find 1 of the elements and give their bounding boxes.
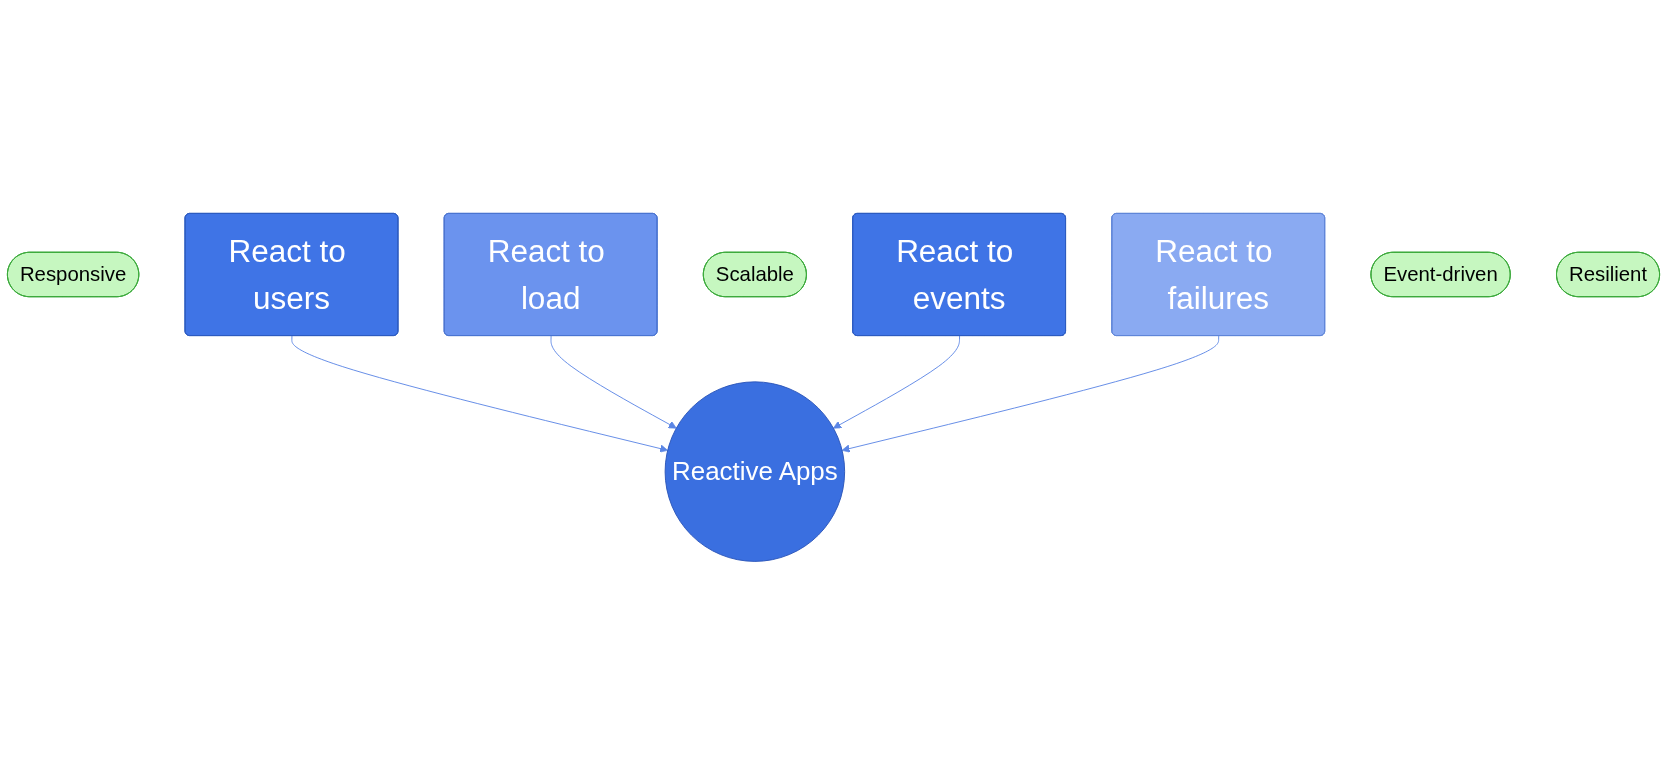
node-circle: Reactive Apps [664,380,846,562]
